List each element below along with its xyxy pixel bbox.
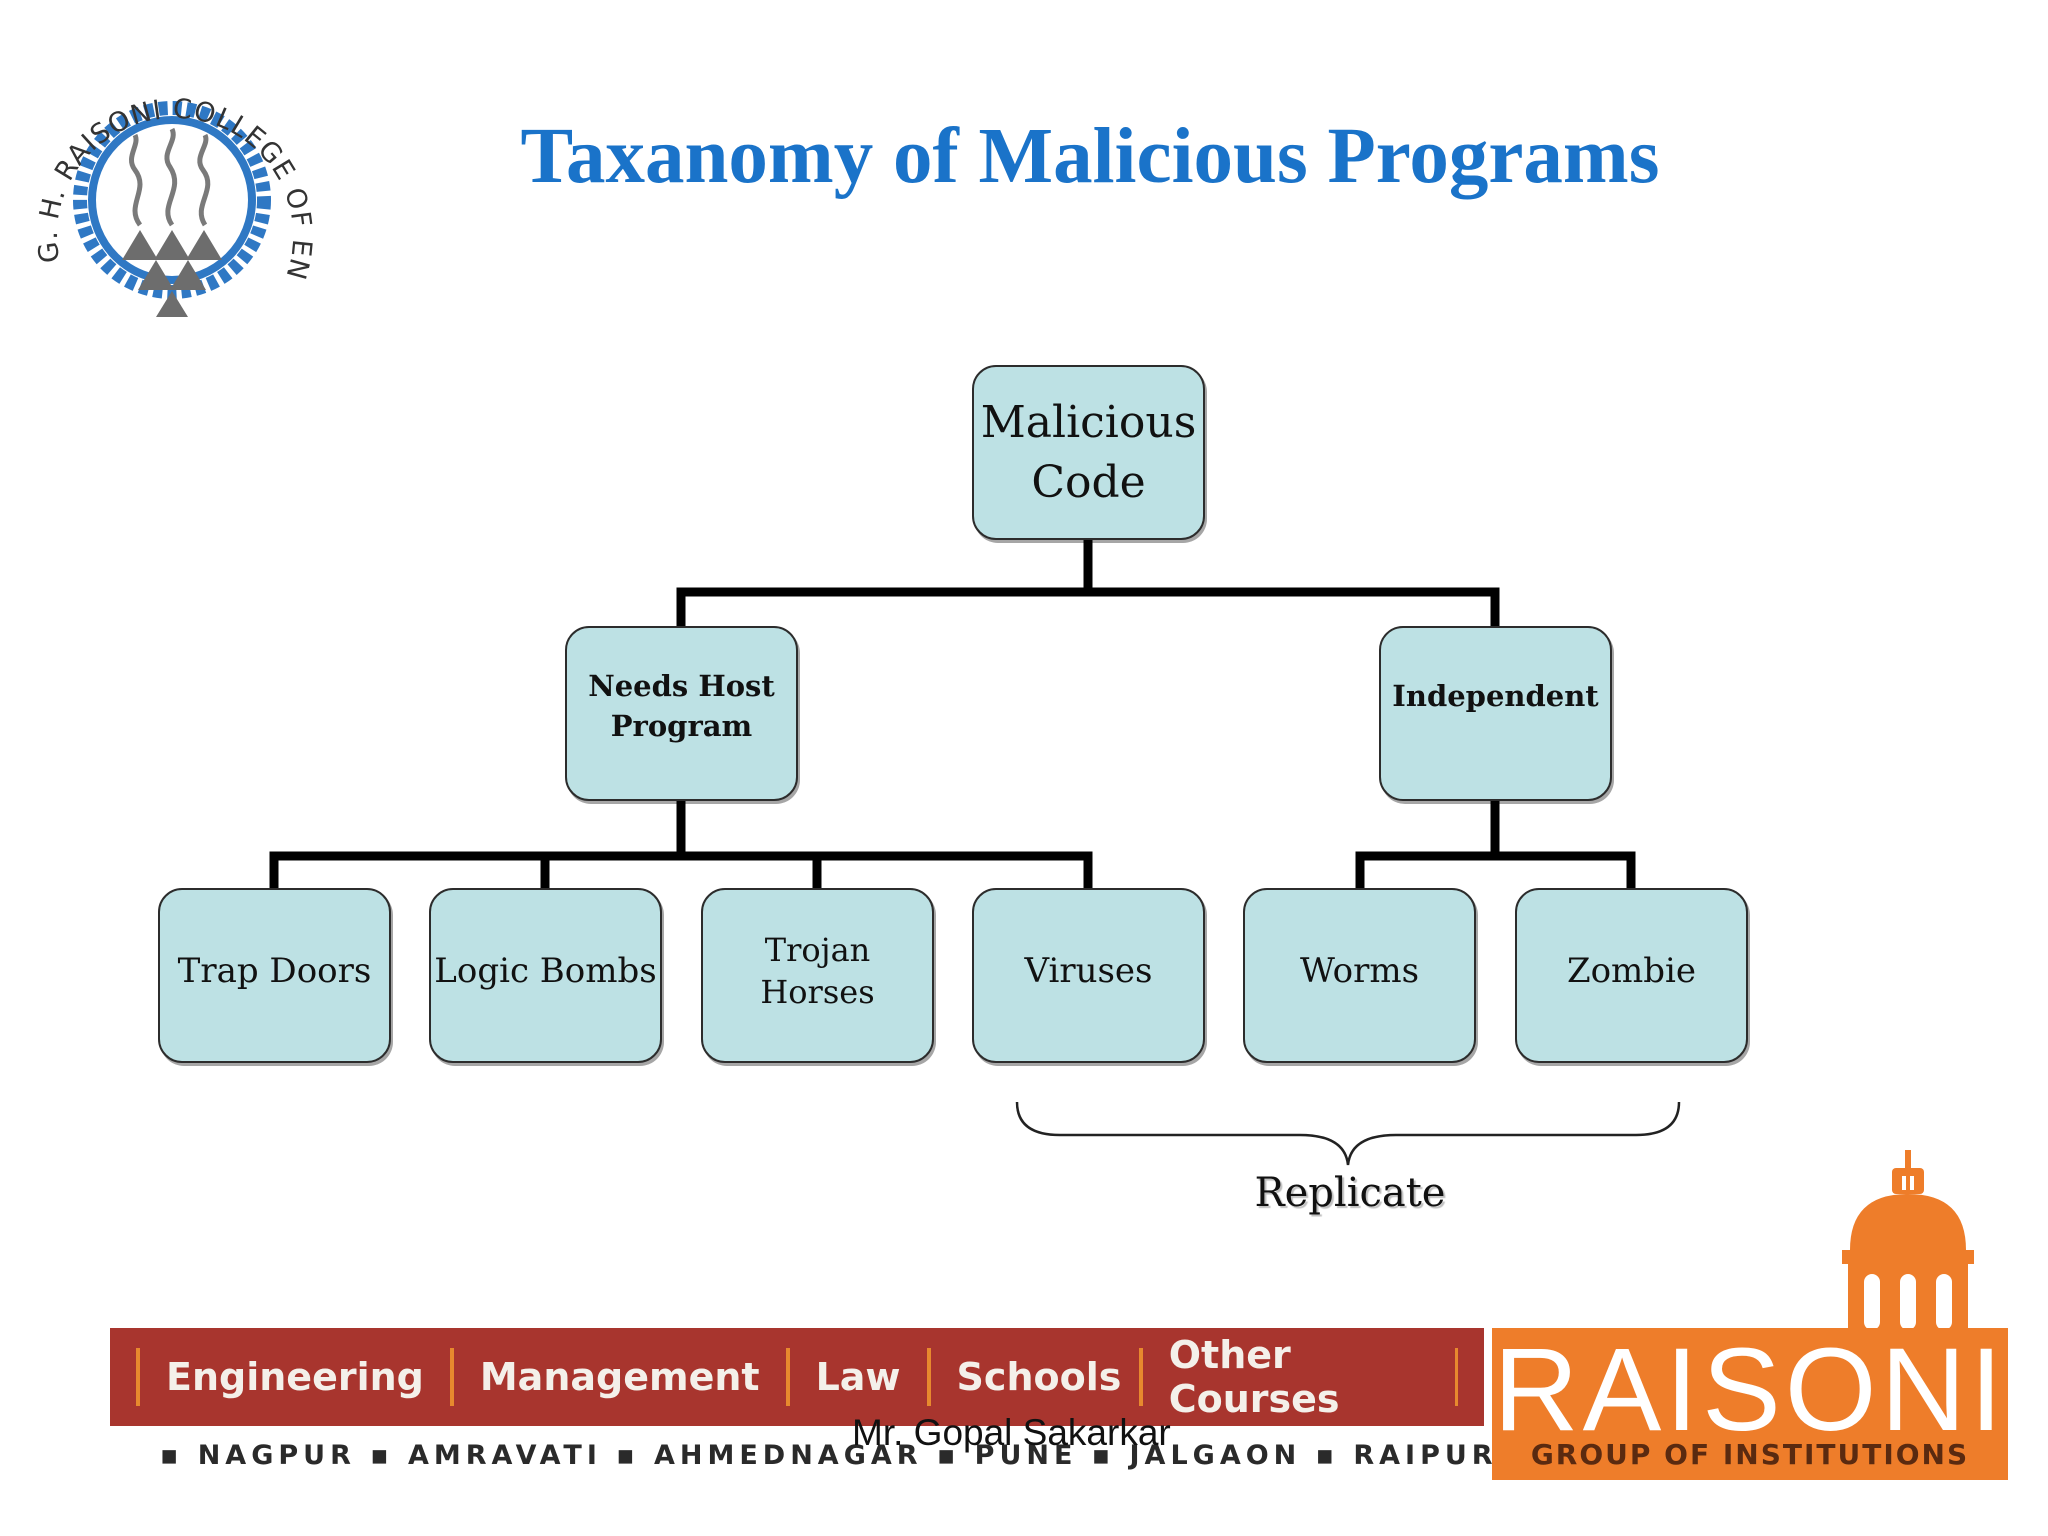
node-worms: Worms: [1243, 888, 1476, 1063]
course-separator: [1454, 1348, 1458, 1406]
lamp-triangles-icon: [122, 230, 222, 317]
course-other-label: Other Courses: [1168, 1333, 1340, 1421]
campus-cities: ▪ NAGPUR ▪ AMRAVATI ▪ AHMEDNAGAR ▪ PUNE …: [160, 1440, 1536, 1471]
node-trojan-horses-label: Trojan Horses: [760, 930, 875, 1011]
replicate-brace: [1015, 1101, 1681, 1166]
node-trap-doors: Trap Doors: [158, 888, 391, 1063]
course-management-label: Management: [479, 1355, 760, 1399]
course-schools: Schools: [901, 1328, 1122, 1426]
raisoni-subtitle: GROUP OF INSTITUTIONS: [1530, 1438, 1970, 1471]
node-worms-label: Worms: [1299, 950, 1420, 991]
node-needs-host-line2: Program: [610, 709, 753, 743]
course-law-label: Law: [815, 1355, 901, 1399]
node-zombie: Zombie: [1515, 888, 1748, 1063]
course-separator: [449, 1348, 454, 1406]
raisoni-wordmark: RAISONI: [1493, 1324, 2007, 1456]
course-separator: [926, 1348, 931, 1406]
node-needs-host-line1: Needs Host: [588, 669, 775, 703]
course-engineering-label: Engineering: [166, 1355, 424, 1399]
node-viruses-label: Viruses: [1024, 950, 1153, 991]
node-trap-doors-label: Trap Doors: [177, 950, 372, 991]
node-independent: Independent: [1379, 626, 1612, 801]
smoke-icon: [128, 127, 211, 227]
node-logic-bombs: Logic Bombs: [429, 888, 662, 1063]
node-malicious-code-line1: Malicious: [980, 396, 1197, 448]
slide-author: Mr. Gopal Sakarkar: [852, 1412, 1171, 1453]
course-separator: [785, 1348, 790, 1406]
node-viruses: Viruses: [972, 888, 1205, 1063]
course-schools-label: Schools: [956, 1355, 1122, 1399]
course-other: Other Courses: [1121, 1328, 1484, 1426]
node-independent-label: Independent: [1392, 679, 1599, 713]
node-malicious-code-line2: Code: [1031, 456, 1146, 508]
dome-icon: [1842, 1150, 1974, 1330]
footer-banner: Engineering Management Law Schools Other…: [110, 1328, 1484, 1426]
course-separator: [1139, 1348, 1143, 1406]
node-logic-bombs-label: Logic Bombs: [434, 950, 657, 991]
raisoni-group-logo: RAISONI GROUP OF INSTITUTIONS: [1492, 1328, 2008, 1480]
course-separator: [136, 1348, 140, 1406]
college-logo: G. H. RAISONI COLLEGE OF ENGINEERING: [10, 45, 316, 317]
node-zombie-label: Zombie: [1566, 950, 1697, 991]
node-needs-host-program: Needs Host Program: [565, 626, 798, 801]
node-malicious-code: Malicious Code: [972, 365, 1205, 540]
course-law: Law: [760, 1328, 901, 1426]
node-trojan-horses: Trojan Horses: [701, 888, 934, 1063]
replicate-label: Replicate: [1254, 1170, 1446, 1216]
slide-title: Taxanomy of Malicious Programs: [520, 113, 1660, 200]
course-engineering: Engineering: [110, 1328, 424, 1426]
course-management: Management: [424, 1328, 760, 1426]
